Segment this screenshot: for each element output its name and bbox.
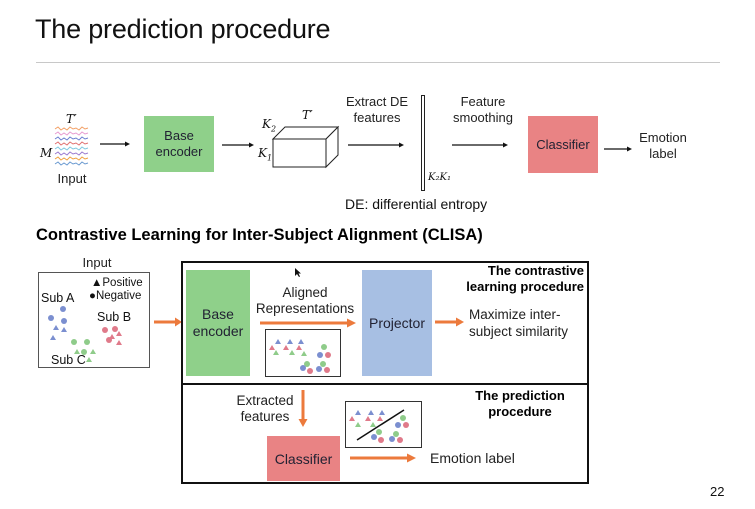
orange-arrow-icon (260, 318, 356, 328)
tensor-dim-k2: K2 (262, 117, 277, 134)
input-dim-rows: M (40, 146, 53, 160)
circle-icon: ● (89, 290, 96, 302)
feature-smoothing-label: Feature smoothing (453, 94, 513, 125)
orange-down-arrow-icon (298, 390, 308, 427)
orange-arrow-icon (154, 317, 182, 327)
contrastive-heading: The contrastive learning procedure (466, 263, 584, 294)
feature-vector-bar (421, 95, 425, 191)
clisa-section-title: Contrastive Learning for Inter-Subject A… (36, 226, 483, 244)
aligned-representations-label: Aligned Representations (255, 285, 355, 316)
extracted-features-label: Extracted features (236, 393, 294, 424)
de-footnote: DE: differential entropy (345, 196, 488, 212)
classifier-block: Classifier (528, 116, 598, 173)
subject-b-label: Sub B (97, 310, 132, 324)
prediction-panel (181, 383, 589, 484)
orange-arrow-icon (350, 453, 416, 463)
input-dim-cols: T′ (66, 112, 77, 126)
aligned-clusters-scatter (269, 339, 331, 374)
slide-title: The prediction procedure (35, 14, 331, 44)
arrow-right-icon (604, 146, 632, 152)
arrow-right-icon (452, 142, 508, 148)
aligned-scatter-panel (265, 329, 341, 377)
mouse-cursor-icon (295, 268, 301, 277)
prediction-heading: The prediction procedure (475, 388, 565, 419)
subject-a-label: Sub A (41, 291, 75, 305)
vector-dim: K₂K₁ (428, 172, 451, 183)
title-divider (36, 62, 720, 63)
decision-boundary-panel (345, 401, 422, 448)
legend-positive: ▲Positive (91, 277, 143, 289)
emotion-label-output: Emotion label (639, 130, 687, 161)
extract-de-features-label: Extract DE features (345, 94, 409, 125)
objective-text: Maximize inter-subject similarity (469, 307, 569, 339)
clisa-input-label: Input (82, 255, 112, 270)
subject-clusters-scatter (48, 306, 122, 362)
base-encoder-block: Base encoder (144, 116, 214, 172)
clisa-base-encoder-block: Base encoder (186, 270, 250, 376)
input-label: Input (57, 171, 87, 186)
clisa-classifier-block: Classifier (267, 436, 340, 481)
triangle-icon: ▲ (91, 277, 103, 289)
decision-boundary-scatter (349, 409, 409, 443)
page-number: 22 (710, 484, 725, 499)
clisa-emotion-label-output: Emotion label (430, 450, 515, 466)
feature-tensor-cube (271, 125, 340, 169)
legend-negative: ●Negative (89, 290, 142, 302)
arrow-right-icon (222, 142, 254, 148)
eeg-signal-icon (54, 126, 89, 166)
arrow-right-icon (100, 141, 130, 147)
tensor-dim-k1: K1 (258, 146, 273, 163)
tensor-dim-t: T′ (302, 108, 313, 122)
orange-arrow-icon (435, 317, 464, 327)
arrow-right-icon (348, 142, 404, 148)
input-scatter-panel: ▲Positive ●Negative Sub A Sub B Sub C (38, 272, 150, 368)
projector-block: Projector (362, 270, 432, 376)
subject-c-label: Sub C (51, 353, 86, 367)
